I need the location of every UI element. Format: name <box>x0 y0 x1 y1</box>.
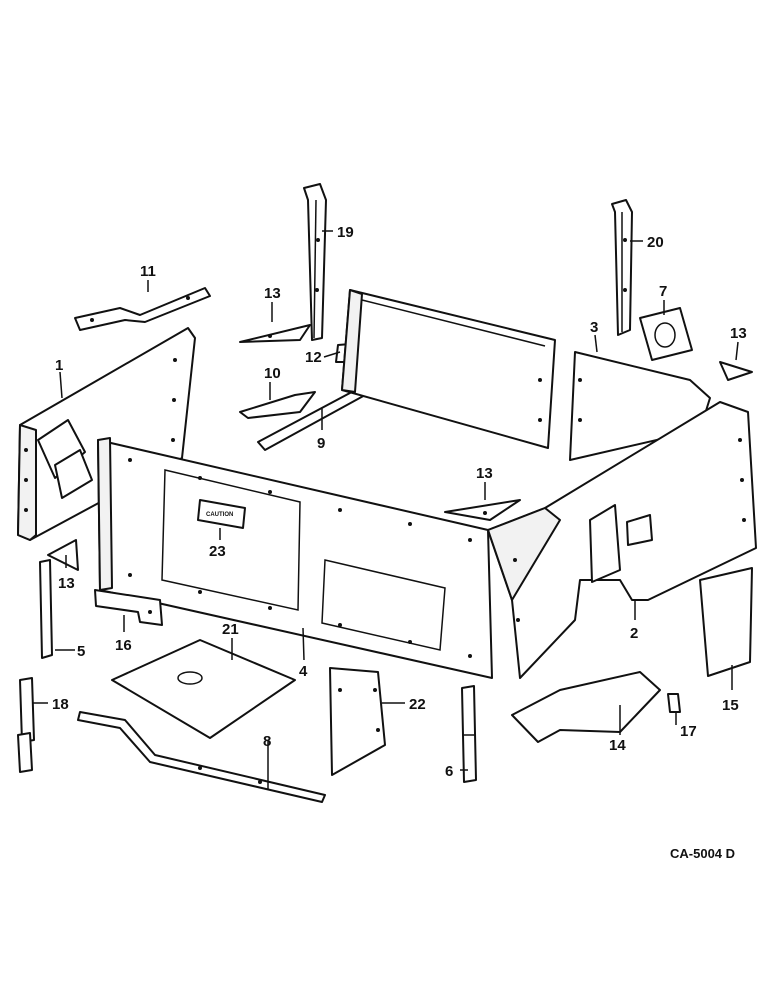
callout-5: 5 <box>77 643 85 660</box>
callout-11: 11 <box>140 263 156 280</box>
part-15-cover-panel <box>699 567 753 677</box>
part-6-post <box>461 685 477 783</box>
callout-labels: 1 2 3 4 5 6 7 8 9 10 11 12 13 13 13 13 1… <box>52 224 747 780</box>
callout-7: 7 <box>659 283 667 300</box>
callout-17: 17 <box>680 723 697 740</box>
part-17-latch-clip <box>667 693 681 713</box>
part-19-upright <box>303 183 327 341</box>
part-8-channel <box>77 711 326 803</box>
callout-12: 12 <box>305 349 322 366</box>
callout-2: 2 <box>630 625 638 642</box>
callout-8: 8 <box>263 733 271 750</box>
callout-6: 6 <box>445 763 453 780</box>
decal-text: CAUTION <box>206 512 233 518</box>
part-7-latch <box>639 307 693 361</box>
callout-13-c: 13 <box>476 465 493 482</box>
leader-lines <box>32 230 739 790</box>
part-10-bracket <box>239 391 316 419</box>
callout-18: 18 <box>52 696 69 713</box>
part-21-floor-plate <box>111 639 296 739</box>
callout-20: 20 <box>647 234 664 251</box>
callout-3: 3 <box>590 319 598 336</box>
reference-code: CA-5004 D <box>670 846 735 861</box>
part-23-caution-decal: CAUTION <box>197 499 246 529</box>
callout-23: 23 <box>209 543 226 560</box>
callout-4: 4 <box>299 663 308 680</box>
callout-13-b: 13 <box>58 575 75 592</box>
part-13-gusset-b <box>47 539 79 571</box>
part-22-side-plate <box>329 667 386 776</box>
part-1-left-end-panel <box>17 327 196 541</box>
callout-1: 1 <box>55 357 63 374</box>
part-11-plate <box>74 287 211 331</box>
part-20-upright <box>611 199 633 336</box>
callout-21: 21 <box>222 621 239 638</box>
part-13-gusset-c <box>444 499 521 521</box>
callout-9: 9 <box>317 435 325 452</box>
part-5-post <box>39 559 53 659</box>
part-16-bracket <box>94 589 163 626</box>
part-4-front-panel <box>97 437 493 679</box>
callout-15: 15 <box>722 697 739 714</box>
part-13-gusset-a <box>239 324 311 343</box>
callout-16: 16 <box>115 637 132 654</box>
callout-13-d: 13 <box>730 325 747 342</box>
callout-19: 19 <box>337 224 354 241</box>
callout-14: 14 <box>609 737 626 754</box>
callout-22: 22 <box>409 696 426 713</box>
callout-13-a: 13 <box>264 285 281 302</box>
part-2-right-end-housing <box>487 401 757 679</box>
part-13-gusset-d <box>719 361 753 381</box>
part-3-back-panel <box>341 289 711 461</box>
part-14-floor-frame <box>511 671 661 743</box>
callout-10: 10 <box>264 365 281 382</box>
part-18-hinge <box>17 677 35 773</box>
